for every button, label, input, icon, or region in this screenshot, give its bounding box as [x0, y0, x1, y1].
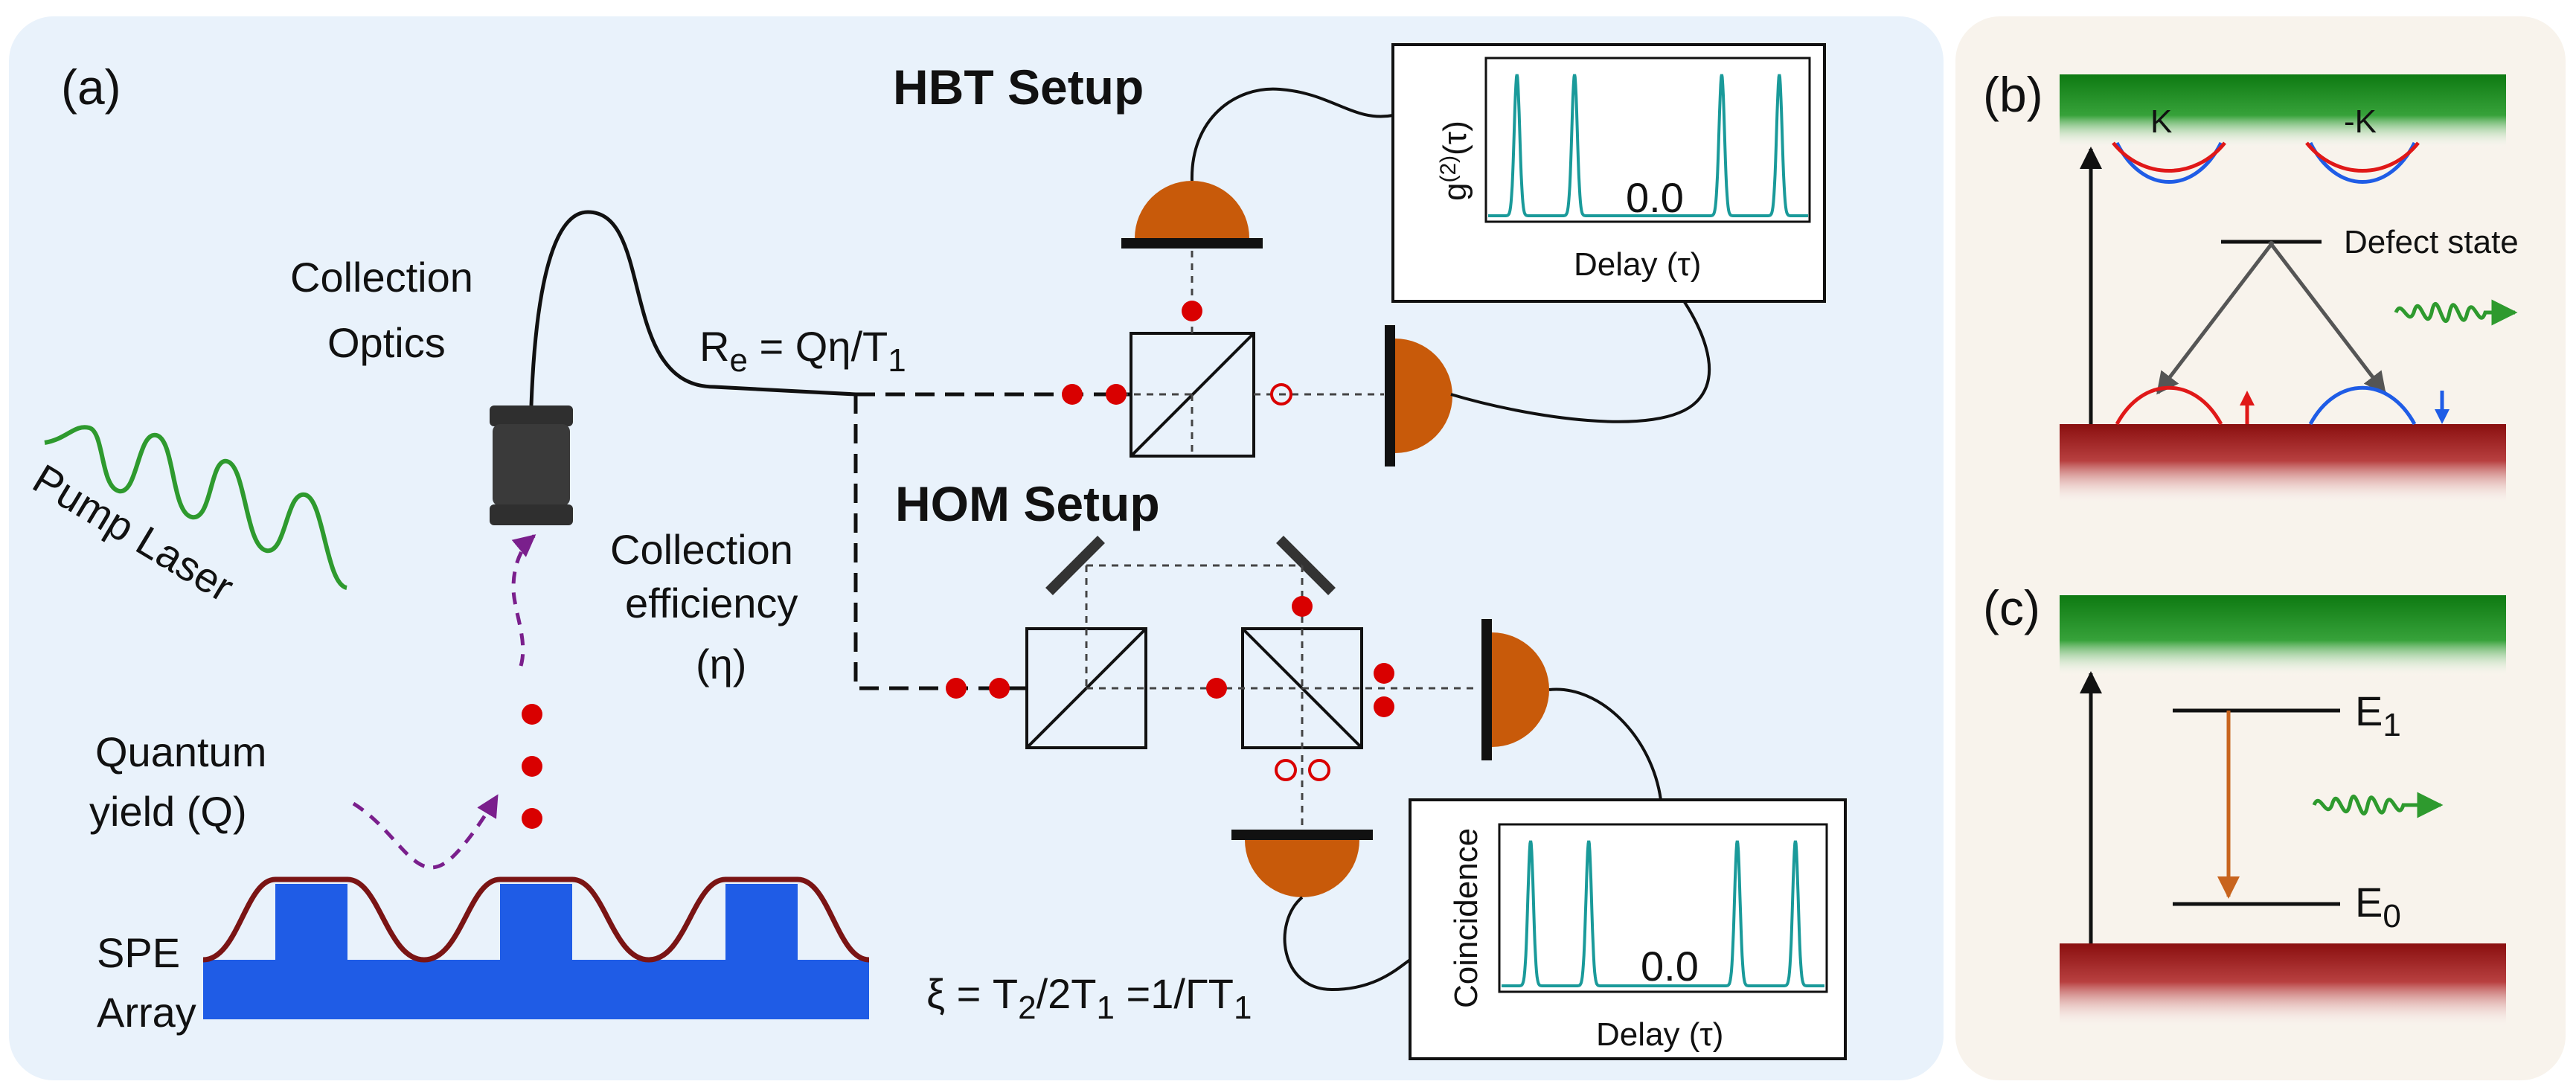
hom-photon-4 [1292, 596, 1313, 617]
emission-rate-formula: Re = Qη/T1 [699, 323, 906, 379]
hom-cable-right [1548, 687, 1662, 801]
hbt-empty-photon [1270, 383, 1292, 405]
hom-center-value: 0.0 [1641, 943, 1699, 990]
defect-to-minus-k-arrow [2268, 240, 2386, 395]
hom-ylabel: Coincidence [1448, 828, 1484, 1008]
hom-empty-photon-2 [1308, 759, 1330, 781]
panel-bc-background [1955, 16, 2566, 1080]
hbt-detector-top [1121, 181, 1263, 249]
spe-label-2: Array [97, 989, 196, 1036]
hbt-title: HBT Setup [893, 60, 1144, 115]
hbt-center-value: 0.0 [1626, 174, 1684, 221]
panel-c-label: (c) [1983, 580, 2040, 635]
emitted-photon-3 [522, 808, 542, 829]
collection-optics-label-1: Collection [290, 254, 473, 301]
hbt-reflected-photon [1182, 301, 1202, 321]
hbt-cable-top [1190, 87, 1394, 182]
hbt-cable-right [1450, 296, 1711, 423]
hbt-input-photon-1 [1062, 384, 1083, 405]
hom-empty-photon-1 [1275, 759, 1297, 781]
hom-detector-bottom [1231, 830, 1373, 897]
minus-k-valley-conduction [2308, 141, 2417, 184]
quantum-yield-label-2: yield (Q) [89, 788, 247, 835]
hom-photon-2 [989, 678, 1010, 699]
valley-minus-k-label: -K [2344, 103, 2377, 140]
hom-photon-6 [1374, 696, 1394, 717]
hbt-ylabel: g(2)(τ) [1436, 121, 1473, 201]
hom-mirror-left [1045, 536, 1105, 595]
valence-band-b [2060, 424, 2506, 506]
pump-to-emitter-arrow [352, 794, 499, 870]
hom-photon-1 [946, 678, 967, 699]
emitted-photon-wave-b [2394, 299, 2518, 326]
hbt-g2-trace [1488, 74, 1808, 217]
indistinguishability-formula: ξ = T2/2T1 =1/ΓT1 [926, 970, 1252, 1026]
beam-path-hom [853, 394, 1027, 690]
defect-state-label: Defect state [2344, 224, 2519, 260]
hom-photon-5 [1374, 663, 1394, 684]
emitted-photon-1 [522, 704, 542, 725]
emitted-photon-wave-c [2312, 792, 2444, 818]
e1-label: E1 [2355, 687, 2401, 743]
collection-efficiency-label-1: Collection [610, 526, 793, 573]
panel-b-label: (b) [1983, 67, 2043, 122]
conduction-band-c [2060, 595, 2506, 677]
minus-k-valley-valence [2308, 385, 2417, 426]
collection-objective [490, 405, 573, 525]
pump-laser-wave [44, 425, 348, 590]
emitted-photon-2 [522, 756, 542, 777]
hbt-xlabel: Delay (τ) [1574, 246, 1701, 283]
collection-efficiency-label-2: efficiency [625, 580, 798, 626]
hom-xlabel: Delay (τ) [1596, 1016, 1723, 1053]
collection-fiber [529, 210, 856, 406]
k-valley-conduction [2115, 141, 2223, 184]
collection-efficiency-label-3: (η) [696, 641, 746, 687]
defect-to-k-arrow [2156, 240, 2275, 395]
emission-to-optics-arrow [511, 534, 536, 667]
hom-plot: 0.0 Delay (τ) Coincidence [1409, 798, 1847, 1060]
valence-band-c [2060, 943, 2506, 1029]
hbt-detector-right [1385, 325, 1452, 467]
hom-detector-right [1481, 619, 1549, 760]
hom-mirror-right [1276, 536, 1336, 595]
spe-array [202, 876, 870, 1019]
hom-cable-bottom [1283, 896, 1412, 992]
valley-k-label: K [2150, 103, 2172, 140]
hom-photon-3 [1206, 678, 1227, 699]
hbt-plot: 0.0 Delay (τ) g(2)(τ) [1391, 43, 1826, 303]
hbt-input-photon-2 [1106, 384, 1127, 405]
e0-label: E0 [2355, 879, 2401, 934]
hom-title: HOM Setup [895, 476, 1160, 531]
panel-a-label: (a) [61, 60, 121, 115]
collection-optics-label-2: Optics [327, 319, 446, 366]
spe-label-1: SPE [97, 929, 180, 976]
k-valley-valence [2115, 385, 2223, 426]
hom-coincidence-trace [1502, 840, 1824, 987]
conduction-band-b [2060, 74, 2506, 149]
quantum-yield-label-1: Quantum [95, 728, 266, 775]
